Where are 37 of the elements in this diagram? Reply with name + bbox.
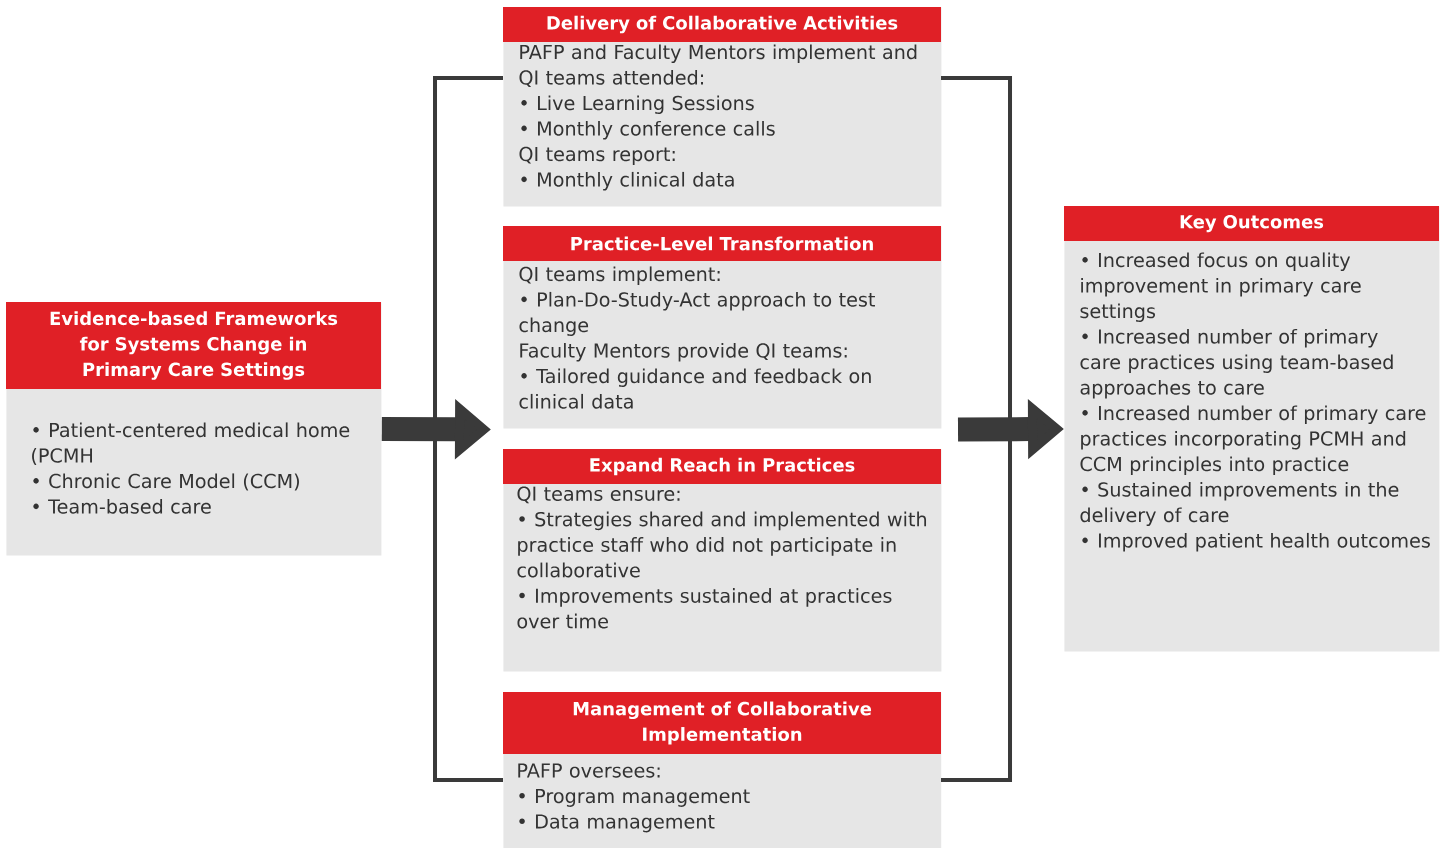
box-heading: Delivery of Collaborative Activities — [547, 15, 898, 34]
text-line: • Sustained improvements in the delivery of care — [1080, 481, 1399, 526]
box-heading: Management of Collaborative Implementation — [573, 701, 872, 745]
text-line: • Data management — [519, 814, 715, 833]
text-card — [503, 449, 942, 672]
text-card — [6, 302, 382, 556]
box-heading: Practice-Level Transformation — [571, 236, 873, 251]
text-card — [503, 692, 942, 848]
box-heading: Expand Reach in Practices — [590, 457, 855, 476]
text-line: • Tailored guidance and feedback on clinical data — [519, 368, 871, 409]
text-line: • Plan-Do-Study-Act approach to test change — [519, 291, 875, 336]
text-line: • Team-based care — [33, 498, 211, 514]
text-line: • Program management — [519, 788, 750, 807]
text-line: • Increased focus on quality improvement in primary care settings — [1080, 252, 1361, 322]
text-line: • Chronic Care Model (CCM) — [33, 473, 299, 491]
bracket-line — [433, 76, 503, 782]
box-heading: Key Outcomes — [1180, 214, 1324, 233]
text-line: • Patient-centered medical home (PCMH — [32, 422, 350, 466]
text-line: • Improved patient health outcomes — [1082, 532, 1430, 552]
text-line: • Increased number of primary care practices using team-based approaches to care — [1080, 328, 1393, 399]
text-line: QI teams report: — [519, 146, 675, 165]
bracket-line — [941, 76, 1012, 782]
text-line: • Improvements sustained at practices over time — [517, 588, 892, 629]
text-line: • Strategies shared and implemented with practice staff who did not participate in collaborative — [517, 511, 926, 578]
text-line: • Live Learning Sessions — [521, 95, 754, 114]
text-card — [1064, 206, 1440, 652]
text-line: QI teams implement: — [519, 266, 720, 285]
text-line: • Increased number of primary care practices incorporating PCMH and CCM principles into practice — [1080, 405, 1426, 475]
text-card — [503, 7, 942, 207]
text-line: QI teams ensure: — [517, 486, 680, 504]
text-line: PAFP oversees: — [518, 763, 660, 778]
text-card — [503, 226, 942, 429]
box-heading: Evidence-based Frameworks for Systems Change in Primary Care Settings — [50, 311, 338, 380]
text-line: PAFP and Faculty Mentors implement and QI teams attended: — [519, 44, 917, 87]
text-line: • Monthly clinical data — [521, 171, 734, 191]
text-line: Faculty Mentors provide QI teams: — [520, 342, 847, 362]
text-line: • Monthly conference calls — [521, 120, 775, 140]
